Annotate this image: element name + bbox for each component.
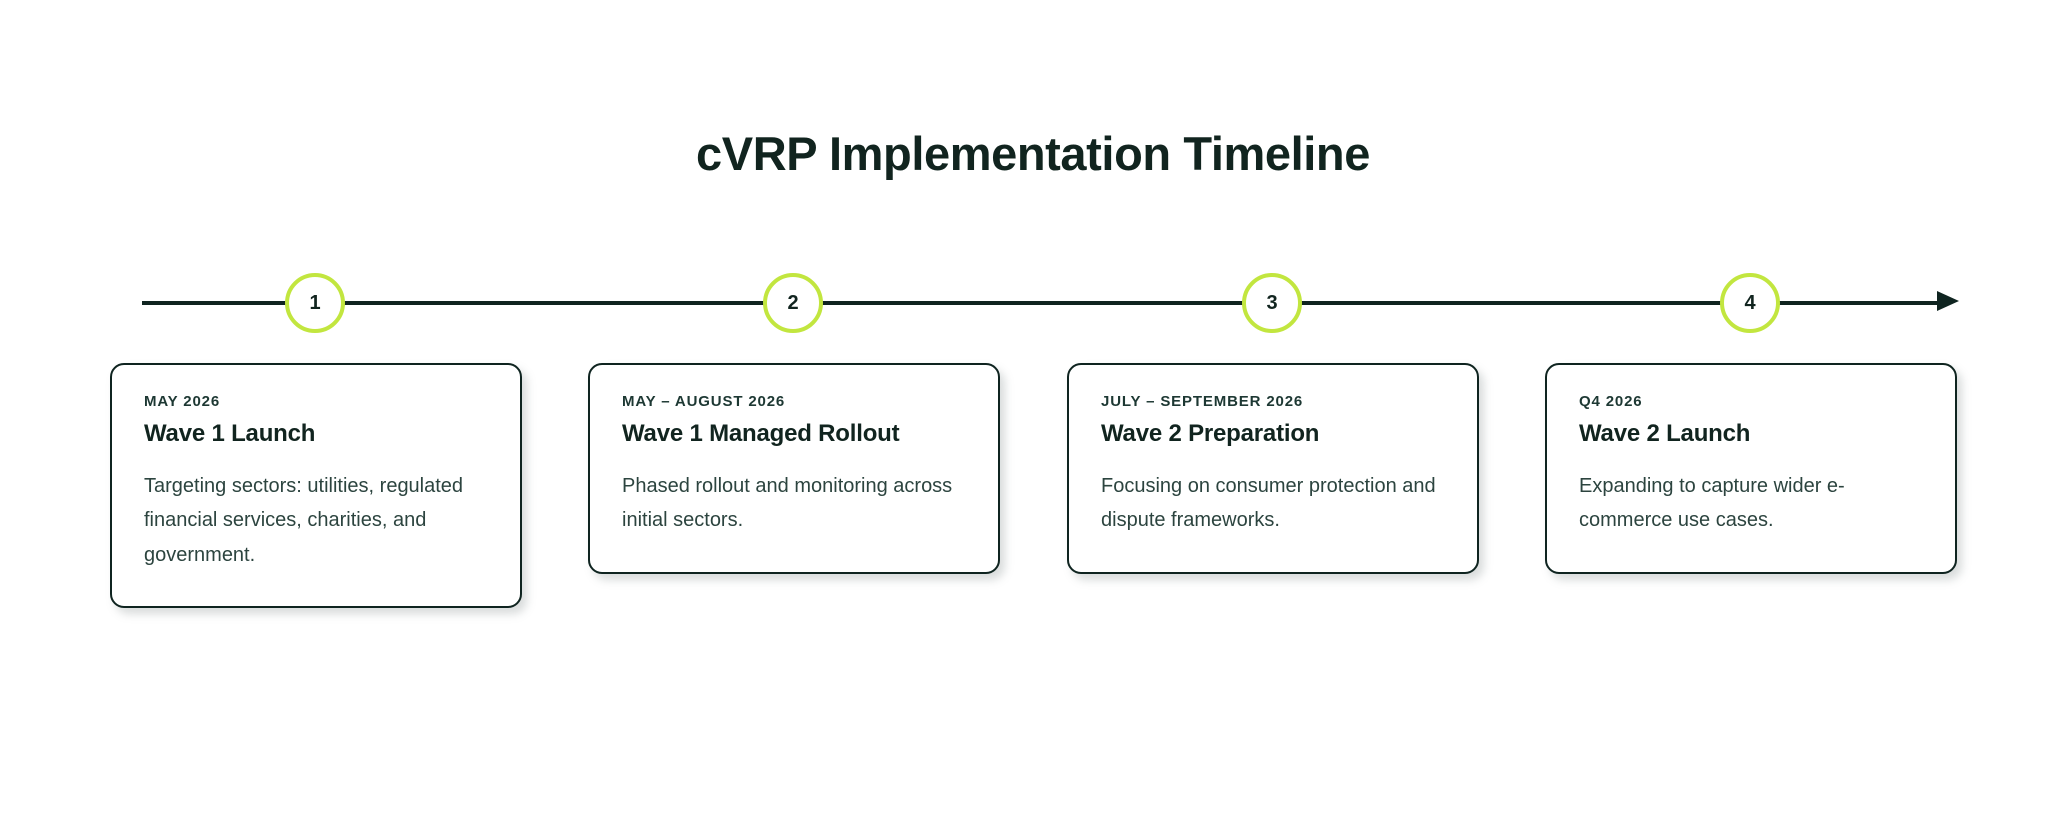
milestone-title: Wave 1 Launch bbox=[144, 419, 316, 447]
milestone-description: Expanding to capture wider e-commerce us… bbox=[1579, 474, 1845, 532]
milestone-date: Q4 2026 bbox=[1579, 393, 1643, 410]
milestone-description: Focusing on consumer protection and disp… bbox=[1101, 474, 1436, 532]
timeline-marker-label: 2 bbox=[787, 292, 799, 314]
milestone-date: JULY – SEPTEMBER 2026 bbox=[1101, 393, 1304, 410]
timeline-axis-line bbox=[142, 301, 1939, 305]
arrow-right-icon bbox=[1937, 291, 1959, 311]
milestone-card-2[interactable]: MAY – AUGUST 2026 Wave 1 Managed Rollout… bbox=[588, 363, 1000, 574]
milestone-card-3[interactable]: JULY – SEPTEMBER 2026 Wave 2 Preparation… bbox=[1067, 363, 1479, 574]
timeline-marker-1[interactable]: 1 bbox=[285, 273, 345, 333]
timeline-marker-4[interactable]: 4 bbox=[1720, 273, 1780, 333]
milestone-title: Wave 2 Preparation bbox=[1101, 419, 1320, 447]
timeline-marker-label: 3 bbox=[1266, 292, 1278, 314]
timeline-marker-2[interactable]: 2 bbox=[763, 273, 823, 333]
timeline-marker-label: 1 bbox=[309, 292, 321, 314]
milestone-description: Phased rollout and monitoring across ini… bbox=[622, 474, 953, 532]
page-title: cVRP Implementation Timeline bbox=[696, 127, 1370, 180]
milestone-date: MAY – AUGUST 2026 bbox=[622, 393, 786, 410]
milestone-title: Wave 2 Launch bbox=[1579, 419, 1751, 447]
timeline-marker-label: 4 bbox=[1744, 292, 1756, 314]
milestone-card-4[interactable]: Q4 2026 Wave 2 Launch Expanding to captu… bbox=[1545, 363, 1957, 574]
milestone-date: MAY 2026 bbox=[144, 393, 221, 410]
milestone-title: Wave 1 Managed Rollout bbox=[622, 419, 900, 447]
timeline-axis bbox=[142, 291, 1959, 311]
timeline-marker-3[interactable]: 3 bbox=[1242, 273, 1302, 333]
milestone-card-1[interactable]: MAY 2026 Wave 1 Launch Targeting sectors… bbox=[110, 363, 522, 608]
milestone-description: Targeting sectors: utilities, regulated … bbox=[144, 474, 464, 566]
